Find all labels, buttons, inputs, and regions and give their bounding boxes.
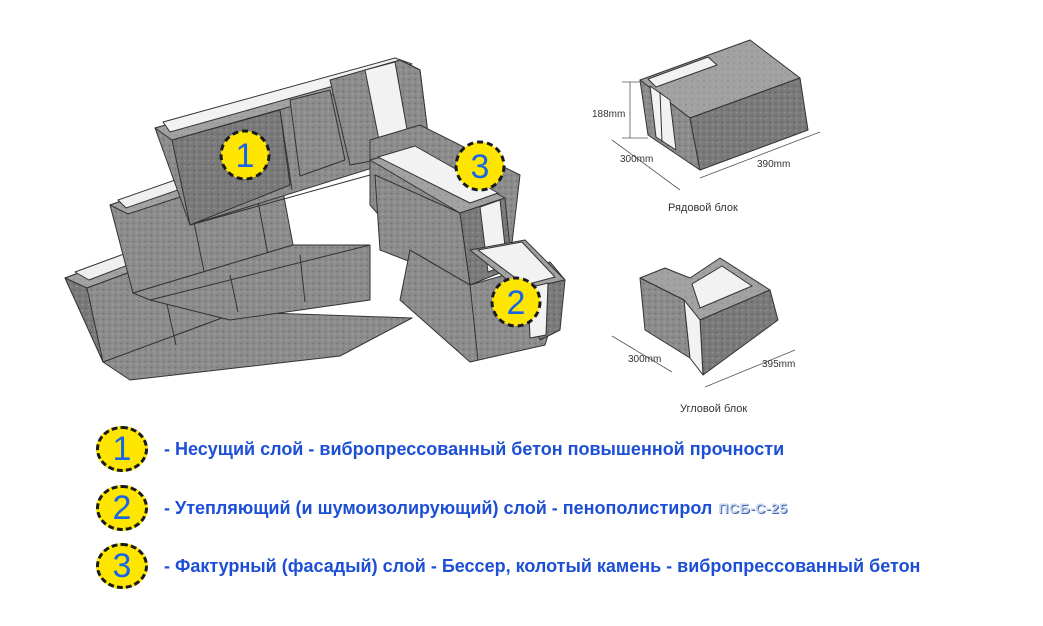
marker-1-label: 1	[236, 137, 255, 175]
marker-2: 2	[490, 276, 542, 328]
row-block-drawing	[639, 39, 809, 171]
marker-2-label: 2	[507, 284, 526, 322]
legend-badge-2: 2	[96, 485, 148, 531]
legend-code-2: ПСБ-С-25	[718, 500, 788, 516]
marker-3-label: 3	[471, 148, 490, 186]
marker-1: 1	[219, 129, 271, 181]
corner-block-caption: Угловой блок	[680, 403, 747, 415]
corner-length-dim: 395mm	[762, 359, 795, 370]
legend-item-1: 1 - Несущий слой - вибропрессованный бет…	[96, 424, 784, 474]
corner-width-dim: 300mm	[628, 354, 661, 365]
corner-block-drawing	[639, 257, 779, 376]
row-block-dimensions	[611, 81, 821, 191]
legend-text-2: - Утепляющий (и шумоизолирующий) слой - …	[164, 497, 713, 518]
row-height-dim: 188mm	[592, 109, 625, 120]
legend-item-2: 2 - Утепляющий (и шумоизолирующий) слой …	[96, 483, 788, 533]
corner-block-dimensions	[611, 335, 796, 388]
row-block-caption: Рядовой блок	[668, 202, 738, 214]
marker-3: 3	[454, 140, 506, 192]
legend-badge-3: 3	[96, 543, 148, 589]
legend-text-3: - Фактурный (фасадый) слой - Бессер, кол…	[164, 555, 921, 576]
row-width-dim: 300mm	[620, 154, 653, 165]
legend-text-1: - Несущий слой - вибропрессованный бетон…	[164, 438, 785, 459]
row-length-dim: 390mm	[757, 159, 790, 170]
wall-assembly	[64, 57, 566, 381]
legend-item-3: 3 - Фактурный (фасадый) слой - Бессер, к…	[96, 541, 920, 591]
legend-badge-1: 1	[96, 426, 148, 472]
